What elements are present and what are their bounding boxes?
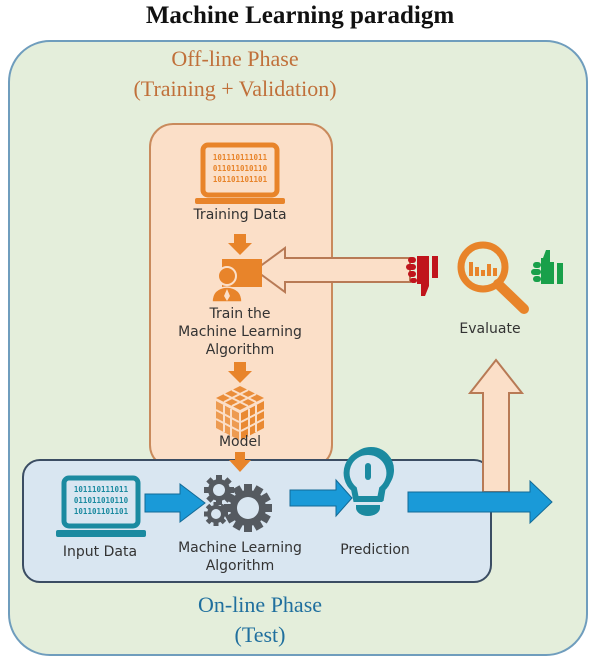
train-algorithm-label: Train the Machine Learning Algorithm	[155, 305, 325, 359]
training-binary-line-2: 011011010110	[213, 164, 268, 173]
trainer-icon	[211, 259, 262, 303]
thumbs-down-icon	[406, 256, 438, 296]
output-arrow-icon	[407, 479, 553, 525]
offline-phase-title: Off-line Phase (Training + Validation)	[90, 44, 380, 104]
ml-algorithm-line1: Machine Learning	[178, 540, 302, 556]
model-cube-icon	[215, 386, 265, 440]
gears-icon	[204, 475, 272, 532]
online-phase-title: On-line Phase (Test)	[120, 590, 400, 650]
lightbulb-icon	[343, 447, 394, 516]
down-arrow-icon	[229, 452, 251, 472]
magnifier-chart-icon	[457, 241, 529, 314]
training-data-label: Training Data	[193, 207, 287, 223]
input-data-label: Input Data	[62, 544, 138, 560]
ml-algorithm-label: Machine Learning Algorithm	[160, 539, 320, 575]
thumbs-up-icon	[531, 250, 563, 284]
flow-arrow-icon	[289, 478, 353, 518]
evaluate-label: Evaluate	[459, 321, 521, 337]
input-binary-line-2: 011011010110	[74, 496, 129, 505]
feedback-arrow	[253, 246, 411, 294]
down-arrow-icon	[228, 234, 252, 255]
offline-phase-title-line1: Off-line Phase	[171, 46, 299, 71]
training-data-laptop-icon: 101110111011 011011010110 101101101101	[195, 142, 285, 204]
train-algorithm-line2: Machine Learning	[178, 324, 302, 340]
flow-arrow-icon	[144, 482, 206, 524]
training-binary-line-1: 101110111011	[213, 153, 268, 162]
evaluate-up-arrow	[467, 358, 525, 493]
online-phase-title-line1: On-line Phase	[197, 592, 323, 617]
ml-algorithm-line2: Algorithm	[205, 558, 275, 574]
train-algorithm-line3: Algorithm	[205, 342, 275, 358]
training-binary-line-3: 101101101101	[213, 175, 268, 184]
prediction-label: Prediction	[340, 542, 410, 558]
input-data-laptop-icon: 101110111011 011011010110 101101101101	[56, 475, 146, 537]
input-binary-line-1: 101110111011	[74, 485, 129, 494]
online-phase-title-line2: (Test)	[234, 622, 286, 647]
train-algorithm-line1: Train the	[209, 306, 271, 322]
diagram-title: Machine Learning paradigm	[145, 2, 455, 29]
offline-phase-title-line2: (Training + Validation)	[133, 76, 337, 101]
input-binary-line-3: 101101101101	[74, 507, 129, 516]
model-label: Model	[218, 434, 262, 450]
down-arrow-icon	[228, 362, 252, 383]
